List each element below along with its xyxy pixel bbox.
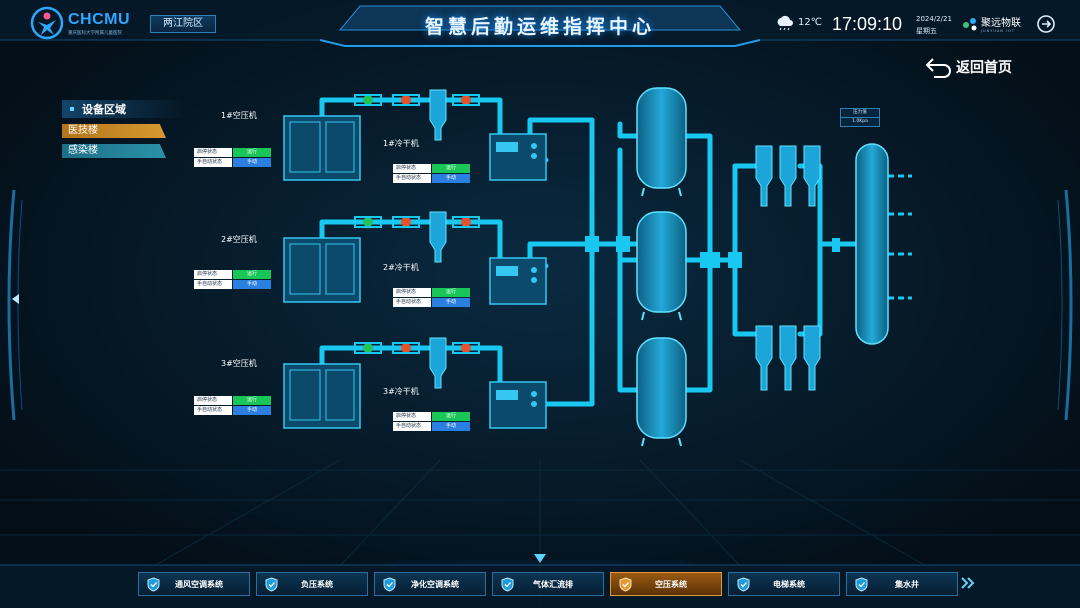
mode-key: 手自动状态: [393, 174, 431, 183]
run-state-value: 运行: [432, 288, 470, 297]
compressor-2-label: 2#空压机: [221, 235, 257, 244]
double-chevron-right-icon[interactable]: [960, 576, 976, 590]
mode-key: 手自动状态: [194, 280, 232, 289]
nav-negative-pressure[interactable]: 负压系统: [256, 572, 368, 596]
pressure-value: 1.0Kpa: [841, 117, 879, 126]
brand-logo: 聚远物联 JUNYUAN IOT: [962, 14, 1021, 33]
bullet-icon: [70, 107, 74, 111]
logo-subtitle: 重庆医科大学附属儿童医院: [68, 30, 122, 36]
clock-time: 17:09:10: [832, 14, 903, 34]
shield-check-icon: [501, 577, 514, 592]
system-nav: 通风空调系统 负压系统 净化空调系统 气体汇流排 空压系统 电梯系统 集水井: [138, 572, 958, 596]
hospital-logo: CHCMU 重庆医科大学附属儿童医院: [30, 6, 130, 40]
shield-check-icon: [737, 577, 750, 592]
run-state-key: 启停状态: [393, 288, 431, 297]
run-state-value: 运行: [233, 148, 271, 157]
nav-label: 电梯系统: [773, 579, 805, 589]
brand-subtitle: JUNYUAN IOT: [981, 29, 1015, 33]
nav-label: 空压系统: [655, 579, 687, 589]
nav-air-compression[interactable]: 空压系统: [610, 572, 722, 596]
nav-ventilation-ac[interactable]: 通风空调系统: [138, 572, 250, 596]
compressor-2-status: 启停状态 运行 手自动状态 手动: [194, 270, 271, 289]
mode-value: 手动: [432, 298, 470, 307]
temperature: 12℃: [798, 16, 822, 28]
pressure-readout: 压力值 1.0Kpa: [840, 108, 880, 127]
brand-name: 聚远物联: [981, 18, 1021, 29]
run-state-key: 启停状态: [194, 396, 232, 405]
campus-selector-button[interactable]: 两江院区: [150, 15, 216, 33]
compressor-1-status: 启停状态 运行 手自动状态 手动: [194, 148, 271, 167]
run-state-key: 启停状态: [393, 412, 431, 421]
dryer-2-status: 启停状态 运行 手自动状态 手动: [393, 288, 470, 307]
cloudy-weather-icon: [777, 15, 793, 31]
run-state-value: 运行: [432, 412, 470, 421]
back-home-label: 返回首页: [956, 60, 1012, 76]
run-state-value: 运行: [432, 164, 470, 173]
nav-clean-ac[interactable]: 净化空调系统: [374, 572, 486, 596]
page-title: 智慧后勤运维指挥中心: [424, 16, 655, 38]
mode-key: 手自动状态: [194, 406, 232, 415]
date-block: 2024/2/21 星期五: [916, 13, 952, 37]
mode-key: 手自动状态: [393, 422, 431, 431]
device-area-label: 设备区域: [82, 103, 126, 116]
shield-check-icon: [147, 577, 160, 592]
nav-label: 通风空调系统: [175, 579, 223, 589]
nav-label: 负压系统: [301, 579, 333, 589]
expand-down-icon[interactable]: [533, 552, 547, 564]
pressure-label: 压力值: [853, 110, 867, 115]
mode-value: 手动: [233, 406, 271, 415]
nav-elevator[interactable]: 电梯系统: [728, 572, 840, 596]
run-state-value: 运行: [233, 270, 271, 279]
run-state-value: 运行: [233, 396, 271, 405]
dryer-1-status: 启停状态 运行 手自动状态 手动: [393, 164, 470, 183]
nav-label: 气体汇流排: [533, 579, 573, 589]
hospital-logo-icon: [30, 6, 64, 40]
dryer-3-status: 启停状态 运行 手自动状态 手动: [393, 412, 470, 431]
mode-value: 手动: [233, 280, 271, 289]
logo-title: CHCMU: [68, 10, 131, 28]
device-area-title: 设备区域: [62, 100, 186, 118]
mode-value: 手动: [233, 158, 271, 167]
area-item-medical-tech-building[interactable]: 医技楼: [62, 124, 166, 138]
dryer-1-label: 1#冷干机: [383, 139, 419, 148]
mode-value: 手动: [432, 422, 470, 431]
mode-key: 手自动状态: [393, 298, 431, 307]
weather-widget: 12℃: [774, 13, 822, 31]
run-state-key: 启停状态: [194, 270, 232, 279]
run-state-key: 启停状态: [194, 148, 232, 157]
date: 2024/2/21: [916, 15, 952, 23]
nav-label: 集水井: [895, 579, 919, 589]
shield-check-icon: [855, 577, 868, 592]
compressor-1-label: 1#空压机: [221, 111, 257, 120]
nav-label: 净化空调系统: [411, 579, 459, 589]
back-home-button[interactable]: 返回首页: [924, 56, 1012, 78]
collapse-left-icon[interactable]: [10, 293, 20, 305]
compressor-3-label: 3#空压机: [221, 359, 257, 368]
shield-check-icon: [619, 577, 632, 592]
device-area-panel: 设备区域 医技楼 感染楼: [62, 100, 186, 158]
mode-key: 手自动状态: [194, 158, 232, 167]
brand-logo-icon: [963, 17, 977, 30]
compressor-3-status: 启停状态 运行 手自动状态 手动: [194, 396, 271, 415]
area-item-infection-building[interactable]: 感染楼: [62, 144, 166, 158]
mode-value: 手动: [432, 174, 470, 183]
shield-check-icon: [265, 577, 278, 592]
dryer-2-label: 2#冷干机: [383, 263, 419, 272]
back-arrow-icon: [925, 58, 951, 78]
logout-icon[interactable]: [1036, 14, 1056, 34]
weekday: 星期五: [916, 27, 937, 35]
nav-gas-manifold[interactable]: 气体汇流排: [492, 572, 604, 596]
nav-sump-well[interactable]: 集水井: [846, 572, 958, 596]
dryer-3-label: 3#冷干机: [383, 387, 419, 396]
shield-check-icon: [383, 577, 396, 592]
run-state-key: 启停状态: [393, 164, 431, 173]
